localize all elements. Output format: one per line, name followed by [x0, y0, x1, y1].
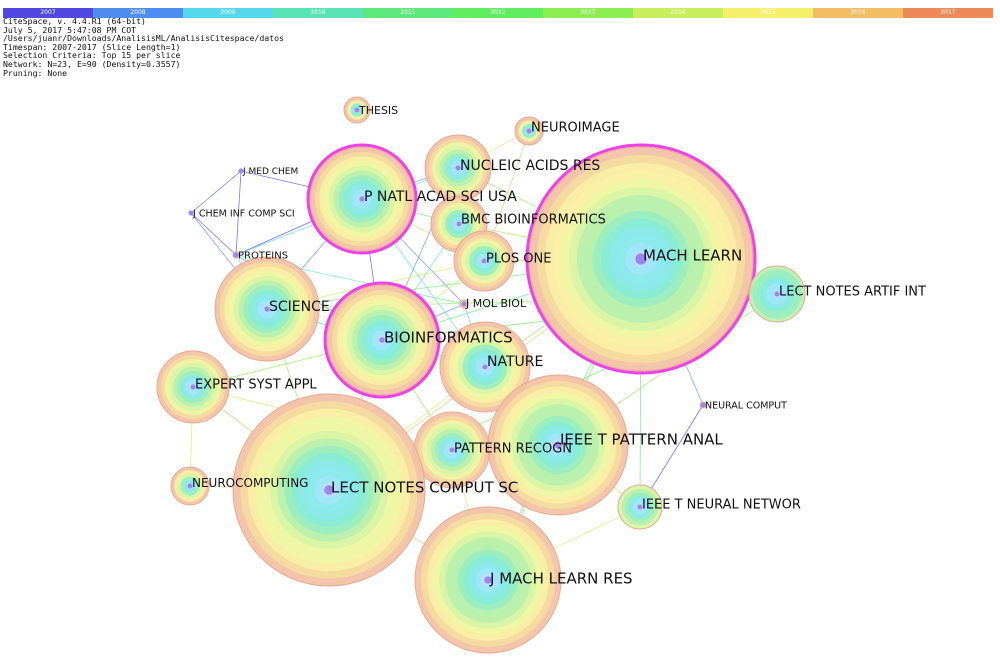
label-lectcomput: LECT NOTES COMPUT SC: [331, 478, 518, 496]
node-pnas-highlight: [306, 143, 418, 255]
node-ieeeneural-core: [637, 504, 643, 510]
network-info: CiteSpace, v. 4.4.R1 (64-bit) July 5, 20…: [3, 17, 284, 77]
timeline-year-2009: 2009: [183, 8, 273, 18]
node-pattern[interactable]: [413, 411, 491, 489]
node-neuralcomput[interactable]: [699, 401, 707, 409]
info-date: July 5, 2017 5:47:08 PM COT: [3, 24, 137, 35]
node-science[interactable]: [214, 256, 320, 362]
node-plosone-core: [481, 258, 487, 264]
label-science: SCIENCE: [269, 299, 330, 315]
node-nucleic[interactable]: [424, 134, 492, 202]
info-version: CiteSpace, v. 4.4.R1 (64-bit): [3, 16, 146, 26]
node-neurocomp[interactable]: [170, 466, 210, 506]
label-jmolbiol: J MOL BIOL: [465, 297, 527, 310]
network-labels: THESIS NEUROIMAGE NUCLEIC ACIDS RES P NATL …: [192, 104, 926, 587]
node-jmlr-core: [484, 576, 492, 584]
info-timespan: Timespan: 2007-2017 (Slice Length=1): [3, 41, 181, 52]
node-bioinfo-core: [379, 337, 385, 343]
info-network: Network: N=23, E=90 (Density=0.3557): [3, 58, 181, 69]
timeline-year-2007: 2007: [3, 8, 93, 18]
node-bioinfo[interactable]: [323, 281, 441, 399]
timeline-year-2013: 2013: [543, 8, 633, 18]
node-jmedchem[interactable]: [238, 168, 244, 174]
node-lectartif[interactable]: [748, 265, 806, 323]
info-path: /Users/juanr/Downloads/AnalisisML/Analis…: [3, 33, 284, 44]
label-nature: NATURE: [487, 354, 543, 370]
node-ieeepattern[interactable]: [487, 374, 629, 516]
timeline-year-2011: 2011: [363, 8, 453, 18]
node-neuroimage-core: [526, 128, 532, 134]
node-ieeeneural[interactable]: [617, 484, 663, 530]
node-neurocomp-core: [187, 483, 193, 489]
node-ieeepattern-core: [554, 441, 562, 449]
node-thesis-core: [354, 107, 360, 113]
timeline-year-2010: 2010: [273, 8, 363, 18]
node-machlearn-core: [635, 253, 647, 265]
node-thesis[interactable]: [343, 96, 371, 124]
node-jmlr[interactable]: [414, 506, 562, 654]
node-bioinfo-highlight: [323, 281, 441, 399]
node-nature-core: [482, 364, 488, 370]
node-neuralcomput-core: [700, 402, 706, 408]
label-machlearn: MACH LEARN: [643, 246, 742, 264]
label-ieeeneural: IEEE T NEURAL NETWOR: [642, 498, 801, 513]
label-jmedchem: J MED CHEM: [242, 167, 298, 177]
label-jchem: J CHEM INF COMP SCI: [192, 208, 295, 219]
node-bmc-core: [456, 221, 462, 227]
label-plosone: PLOS ONE: [486, 252, 551, 267]
timeline-year-2014: 2014: [633, 8, 723, 18]
label-thesis: THESIS: [358, 104, 398, 117]
label-proteins: PROTEINS: [238, 251, 288, 262]
info-selection: Selection Criteria: Top 15 per slice: [3, 50, 181, 61]
edge-jchem-proteins: [190, 212, 237, 256]
label-neuroimage: NEUROIMAGE: [531, 121, 620, 136]
edge-jmedchem-proteins: [235, 170, 242, 256]
label-nucleic: NUCLEIC ACIDS RES: [460, 158, 600, 174]
node-nature[interactable]: [439, 321, 531, 413]
node-science-core: [264, 306, 270, 312]
node-lectcomput-core: [324, 485, 334, 495]
node-jchem[interactable]: [188, 210, 194, 216]
timeline-year-2015: 2015: [723, 8, 813, 18]
node-jmolbiol-core: [461, 301, 467, 307]
node-proteins-core: [233, 252, 239, 258]
node-proteins[interactable]: [232, 251, 240, 259]
node-machlearn-highlight: [525, 143, 757, 375]
node-nucleic-core: [455, 165, 461, 171]
label-expert: EXPERT SYST APPL: [195, 378, 317, 393]
node-neuroimage[interactable]: [514, 116, 544, 146]
label-pattern: PATTERN RECOGN: [454, 442, 572, 457]
label-pnas: P NATL ACAD SCI USA: [364, 189, 517, 205]
label-lectartif: LECT NOTES ARTIF INT: [779, 285, 926, 300]
edge-jmedchem-jchem: [190, 170, 242, 214]
node-lectartif-core: [774, 291, 780, 297]
node-jmolbiol[interactable]: [459, 299, 469, 309]
label-ieeepattern: IEEE T PATTERN ANAL: [560, 430, 723, 448]
node-expert[interactable]: [156, 350, 230, 424]
node-expert-core: [190, 384, 196, 390]
node-pnas-core: [359, 196, 365, 202]
timeline-year-2012: 2012: [453, 8, 543, 18]
node-machlearn[interactable]: [525, 143, 757, 375]
timeline-year-2017: 2017: [903, 8, 993, 18]
label-bioinfo: BIOINFORMATICS: [384, 328, 513, 346]
node-pnas[interactable]: [306, 143, 418, 255]
label-jmlr: J MACH LEARN RES: [489, 569, 633, 587]
network-nodes: [156, 96, 806, 654]
node-lectcomput[interactable]: [232, 393, 426, 587]
label-neuralcomput: NEURAL COMPUT: [705, 400, 787, 411]
timeline-year-2008: 2008: [93, 8, 183, 18]
info-pruning: Pruning: None: [3, 67, 68, 78]
node-jmedchem-core: [238, 168, 244, 174]
node-jchem-core: [188, 210, 194, 216]
label-bmc: BMC BIOINFORMATICS: [461, 213, 606, 228]
node-pattern-core: [449, 447, 455, 453]
node-plosone[interactable]: [453, 230, 515, 292]
label-neurocomp: NEUROCOMPUTING: [192, 476, 308, 490]
timeline-year-2016: 2016: [813, 8, 903, 18]
